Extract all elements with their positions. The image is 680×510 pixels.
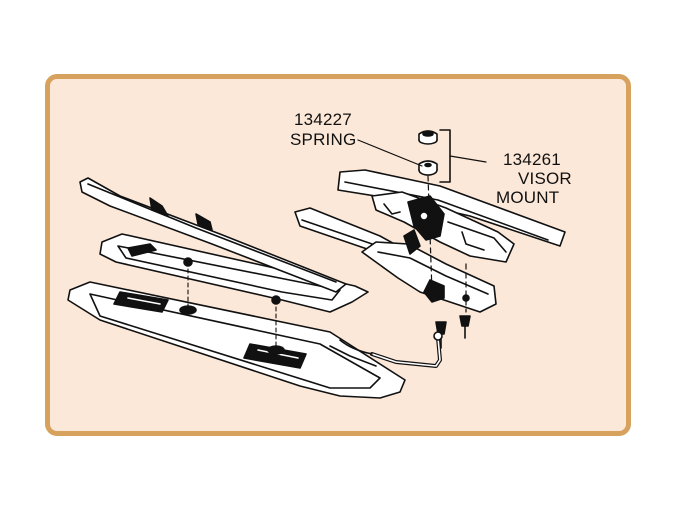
visor-rod — [370, 331, 443, 368]
spring-part-number: 134227 — [294, 110, 352, 129]
visor-mount-name-line-1: VISOR — [518, 169, 572, 188]
mount-bracket-indicator — [439, 129, 451, 183]
mirror-cover — [79, 177, 347, 293]
spring-part-name: SPRING — [290, 130, 357, 149]
assembly-axis — [427, 175, 467, 313]
visor-body — [67, 281, 406, 399]
fastener-guide-lines — [187, 261, 277, 349]
spring-washer-stack — [418, 130, 438, 176]
visor-pivot-arm — [361, 229, 497, 313]
mounting-screws — [435, 315, 471, 349]
visor-mount-part-number: 134261 — [503, 150, 561, 169]
mount-leader-line — [449, 155, 487, 163]
visor-mount-name-line-2: MOUNT — [496, 188, 560, 207]
spring-leader-line — [357, 139, 423, 167]
mirror-frame — [99, 233, 369, 313]
visor-mount-bracket — [371, 191, 515, 263]
